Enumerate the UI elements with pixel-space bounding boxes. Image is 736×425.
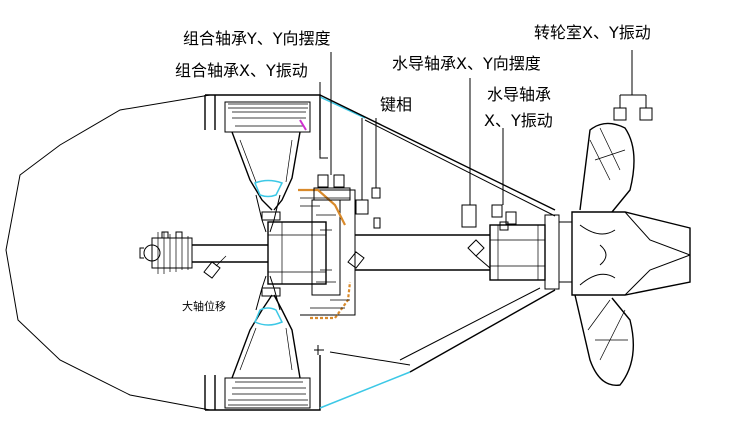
upper-cone-support (231, 131, 301, 211)
runner-blade-lower-inner (587, 299, 628, 361)
stator-top-magenta (299, 119, 307, 131)
key-phase-sensor-2 (371, 187, 381, 199)
label-main-shaft-displacement: 大轴位移 (182, 299, 226, 313)
runner-blade-upper (579, 122, 635, 213)
key-phase-sensor-1 (355, 199, 369, 215)
label-combined-bearing-vibration: 组合轴承X、Y振动 (175, 61, 308, 80)
combined-bearing-orange-bottom (310, 281, 352, 320)
lower-bearing-cyan (254, 307, 284, 326)
water-guide-flange (544, 214, 560, 290)
lower-flow-wall-inner (329, 287, 541, 366)
runner-cone (624, 211, 691, 296)
runner-hub-link (559, 221, 573, 283)
lower-pit-cyan (319, 371, 411, 409)
lower-small-mark (314, 345, 324, 355)
runner-blade-upper-inner (589, 127, 626, 181)
combined-bearing-housing (300, 189, 356, 316)
stator-bottom-hatching (228, 381, 308, 406)
water-swing-probe (467, 239, 491, 269)
upper-flow-wall-inner (364, 119, 556, 217)
runner-chamber-sensor-2 (639, 107, 653, 121)
combined-vibration-leader (319, 82, 328, 159)
stator-top-block (224, 101, 311, 133)
runner-chamber-tree (619, 50, 647, 108)
combined-swing-sensor-2 (333, 174, 345, 188)
generator-coupling-detail (316, 214, 336, 283)
main-shaft-left (192, 244, 268, 263)
combined-vibration-box (313, 187, 351, 201)
label-water-guide-title: 水导轴承 (487, 85, 551, 104)
label-water-guide-swing: 水导轴承X、Y向摆度 (392, 54, 541, 73)
stator-top-hatching (228, 103, 308, 127)
label-water-guide-vibration: X、Y振动 (484, 111, 553, 130)
stator-bottom-block (224, 377, 311, 409)
upper-flow-wall (319, 94, 556, 211)
slip-ring-body (151, 237, 193, 269)
runner-chamber-sensor-1 (613, 107, 627, 121)
water-vibration-sensor-2 (505, 211, 517, 225)
shaft-displacement-lead (215, 255, 227, 267)
runner-blade-mid (579, 224, 616, 286)
water-swing-box (461, 204, 477, 228)
combined-bearing-orange-top (298, 188, 346, 226)
bulb-housing-outline (5, 94, 211, 411)
runner-hub (571, 211, 691, 296)
lower-housing-wall (204, 355, 321, 411)
lower-flow-wall (409, 289, 556, 373)
label-runner-chamber: 转轮室X、Y振动 (534, 23, 651, 42)
combined-swing-sensor-1 (317, 174, 329, 188)
generator-hub (267, 221, 327, 285)
upper-bearing-plate (261, 211, 281, 221)
slip-ring-cap (143, 244, 161, 262)
key-phase-sensor-3 (373, 217, 381, 229)
key-phase-probe (347, 251, 365, 269)
upper-cone-inner (239, 139, 293, 183)
water-vibration-sensor-1 (491, 204, 503, 218)
upper-pit-cyan (319, 96, 366, 119)
label-combined-bearing-swing: 组合轴承Y、Y向摆度 (183, 29, 331, 48)
lower-cone-inner (239, 327, 293, 371)
slip-ring-nub (139, 247, 144, 259)
water-guide-bearing-detail (490, 225, 545, 280)
main-shaft-right (355, 234, 490, 271)
combined-bearing-hatch (300, 197, 350, 309)
runner-blade-lower (574, 294, 635, 386)
shaft-displacement-sensor (203, 261, 221, 279)
upper-housing-wall (204, 94, 321, 150)
upper-bearing-cyan (254, 179, 284, 198)
label-key-phase: 键相 (380, 95, 412, 114)
generator-hub-detail (268, 222, 326, 284)
lower-bearing-plate (261, 287, 281, 297)
slip-ring-fins (157, 232, 189, 274)
water-vibration-small (499, 221, 509, 231)
slip-ring-top-pins (161, 231, 183, 238)
